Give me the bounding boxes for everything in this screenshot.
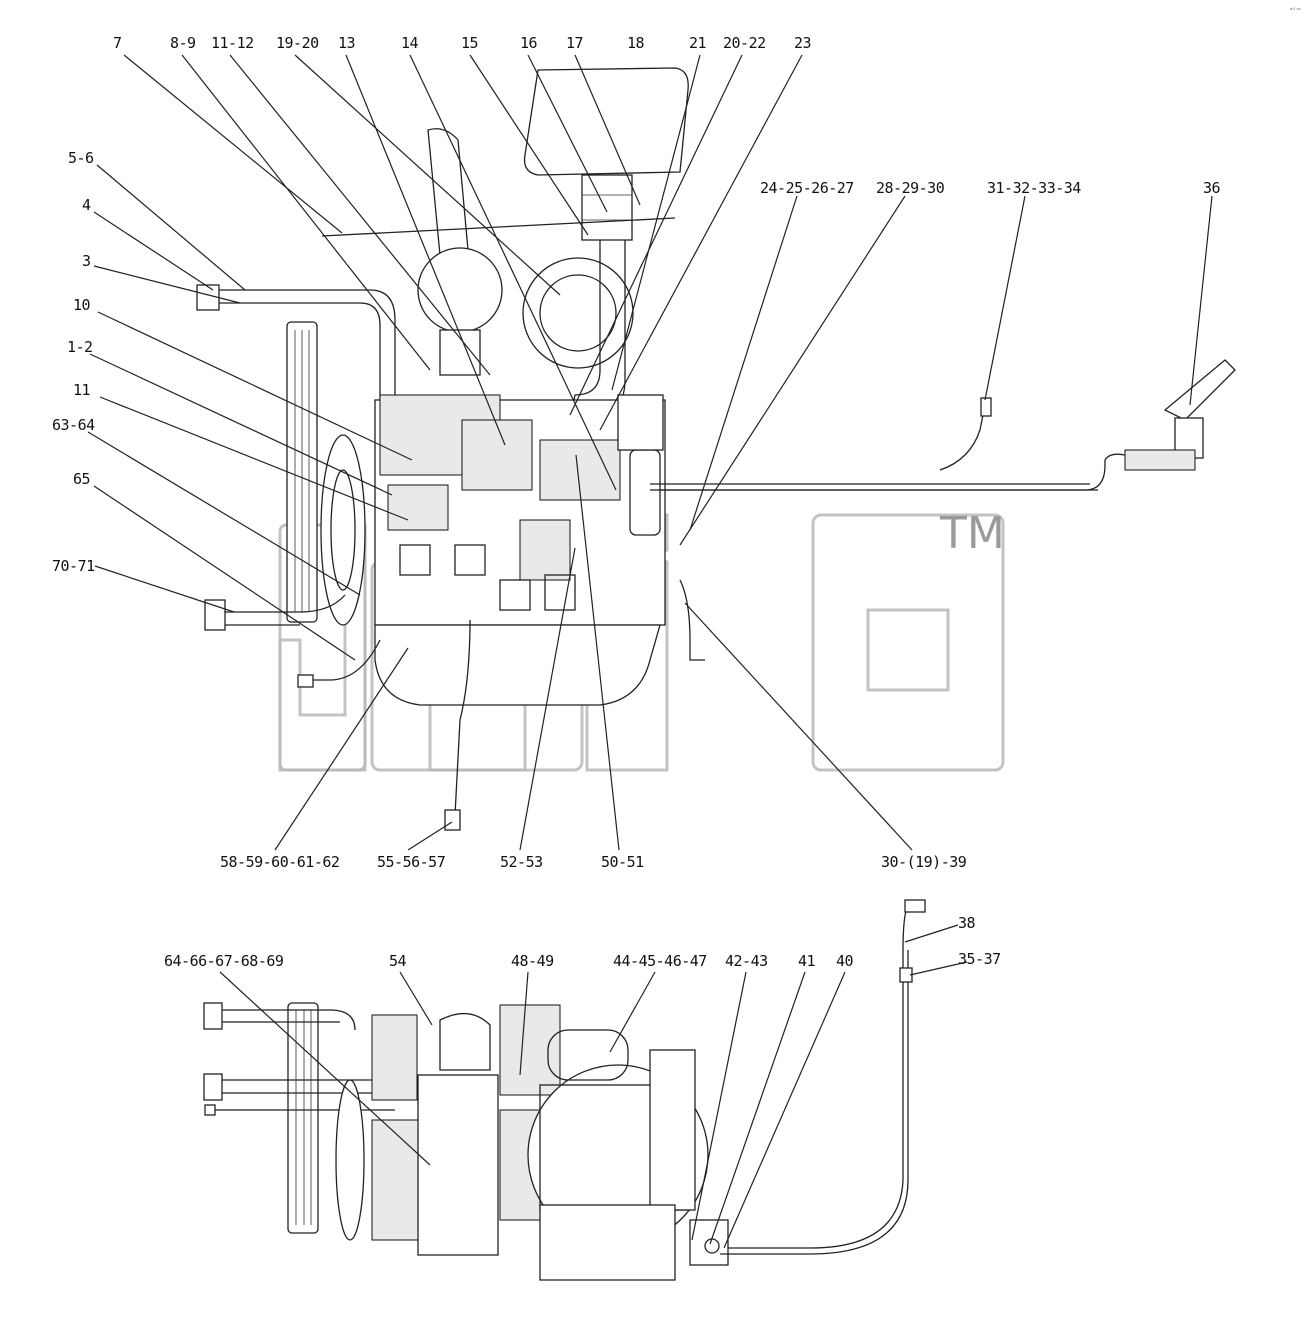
callout-63-64: 63-64 xyxy=(52,416,95,434)
callout-10: 10 xyxy=(73,296,91,314)
callout-18: 18 xyxy=(627,34,645,52)
callout-4: 4 xyxy=(82,196,91,214)
callout-40: 40 xyxy=(836,952,854,970)
callout-5-6: 5-6 xyxy=(68,149,94,167)
callout-38: 38 xyxy=(958,914,976,932)
callout-65: 65 xyxy=(73,470,90,488)
callout-7: 7 xyxy=(113,34,122,52)
leader-lines xyxy=(87,54,1213,1249)
callout-35-37: 35-37 xyxy=(958,950,1001,968)
callout-36: 36 xyxy=(1203,179,1221,197)
callout-54: 54 xyxy=(389,952,407,970)
callout-16: 16 xyxy=(520,34,538,52)
callout-52-53: 52-53 xyxy=(500,853,543,871)
callout-labels: 7 8-9 11-12 19-20 13 14 15 16 17 18 21 2… xyxy=(52,7,1302,970)
callout-64-66-67-68-69: 64-66-67-68-69 xyxy=(164,952,284,970)
callout-14: 14 xyxy=(401,34,419,52)
callout-44-45-46-47: 44-45-46-47 xyxy=(613,952,707,970)
callout-11: 11 xyxy=(73,381,91,399)
callout-28-29-30: 28-29-30 xyxy=(876,179,945,197)
callout-48-49: 48-49 xyxy=(511,952,554,970)
callout-42-43: 42-43 xyxy=(725,952,768,970)
callout-23: 23 xyxy=(794,34,811,52)
callout-21: 21 xyxy=(689,34,707,52)
callout-3: 3 xyxy=(82,252,91,270)
callout-1-2: 1-2 xyxy=(67,338,93,356)
engine-side-view xyxy=(196,67,1236,831)
callout-41: 41 xyxy=(798,952,816,970)
callout-58-59-60-61-62: 58-59-60-61-62 xyxy=(220,853,339,871)
callout-30-19-39: 30-(19)-39 xyxy=(881,853,967,871)
callout-70-71: 70-71 xyxy=(52,557,95,575)
engine-top-view xyxy=(203,899,926,1281)
callout-11-12: 11-12 xyxy=(211,34,254,52)
callout-15: 15 xyxy=(461,34,478,52)
callout-17: 17 xyxy=(566,34,583,52)
watermark-trademark: TM xyxy=(939,508,1005,559)
callout-50-51: 50-51 xyxy=(601,853,644,871)
callout-13: 13 xyxy=(338,34,355,52)
callout-19-20: 19-20 xyxy=(276,34,319,52)
callout-31-32-33-34: 31-32-33-34 xyxy=(987,179,1081,197)
callout-55-56-57: 55-56-57 xyxy=(377,853,445,871)
callout-8-9: 8-9 xyxy=(170,34,196,52)
callout-20-22: 20-22 xyxy=(723,34,766,52)
callout-24-25-26-27: 24-25-26-27 xyxy=(760,179,854,197)
corner-note: ᵒ⁰ ᵒᶜ xyxy=(1290,7,1302,14)
